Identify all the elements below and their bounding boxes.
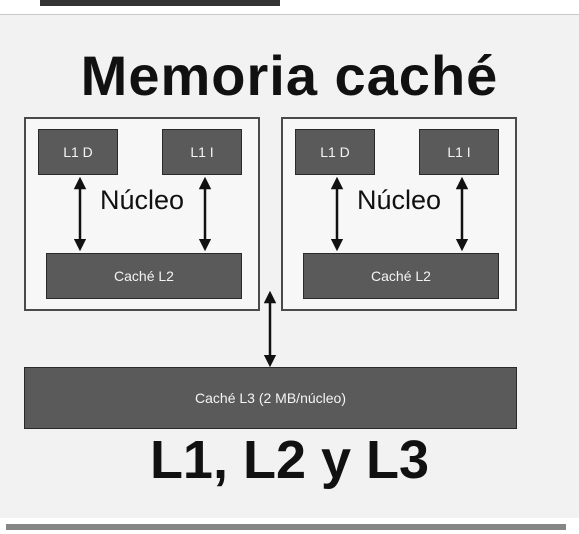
core-2-box: L1 D L1 I Núcleo Caché L2	[281, 117, 517, 311]
core-1-l1d-cache: L1 D	[38, 129, 118, 175]
core-1-box: L1 D L1 I Núcleo Caché L2	[24, 117, 260, 311]
core-2-l1d-cache: L1 D	[295, 129, 375, 175]
cropped-text-fragment	[40, 0, 280, 6]
core-1-label: Núcleo	[99, 185, 185, 215]
core-2-l2-cache: Caché L2	[303, 253, 499, 299]
bottom-cropped-band	[0, 518, 579, 534]
diagram-subtitle: L1, L2 y L3	[149, 430, 430, 490]
core-2-l1i-cache: L1 I	[419, 129, 499, 175]
core-1-l1i-cache: L1 I	[162, 129, 242, 175]
diagram-title: Memoria caché	[80, 44, 499, 107]
core-2-label: Núcleo	[356, 185, 442, 215]
l3-cache: Caché L3 (2 MB/núcleo)	[24, 367, 517, 429]
top-cropped-band	[0, 0, 579, 15]
core-1-l2-cache: Caché L2	[46, 253, 242, 299]
cropped-text-fragment	[6, 524, 566, 530]
